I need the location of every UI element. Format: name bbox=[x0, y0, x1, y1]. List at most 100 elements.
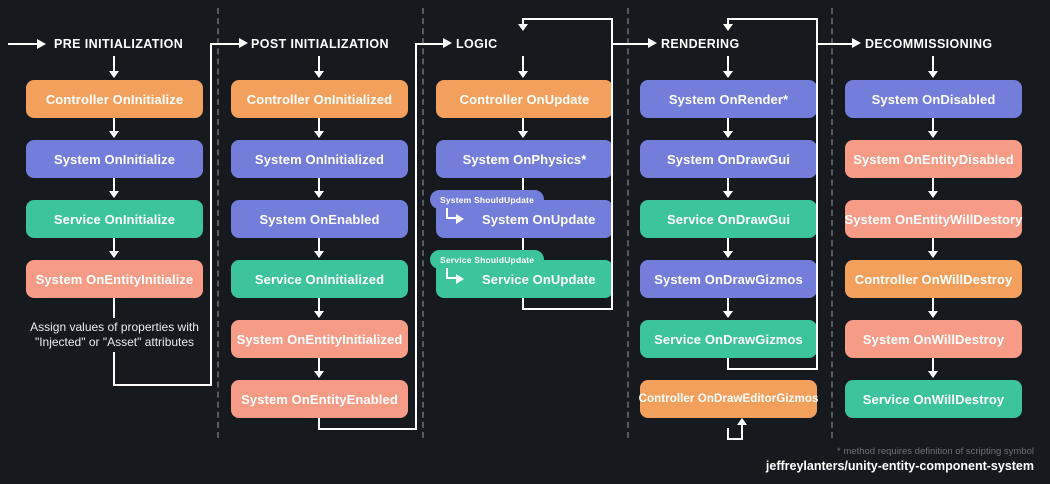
node-controller-onupdate[interactable]: Controller OnUpdate bbox=[436, 80, 613, 118]
node-label: System OnEntityWillDestory bbox=[844, 211, 1023, 227]
connector-line bbox=[318, 298, 320, 313]
node-label: Service OnDrawGui bbox=[666, 211, 791, 227]
arrow-down-icon bbox=[314, 371, 324, 378]
node-system-oninitialize[interactable]: System OnInitialize bbox=[26, 140, 203, 178]
connector-line bbox=[318, 358, 320, 373]
loop-line bbox=[816, 18, 818, 368]
connector-line bbox=[932, 178, 934, 193]
loop-line bbox=[522, 18, 613, 20]
connector-line bbox=[727, 428, 729, 440]
node-controller-oninitialize[interactable]: Controller OnInitialize bbox=[26, 80, 203, 118]
arrow-right-icon bbox=[443, 38, 452, 48]
connector-line bbox=[522, 56, 524, 72]
arrow-down-icon bbox=[518, 24, 528, 31]
badge-service-shouldupdate: Service ShouldUpdate bbox=[430, 250, 545, 269]
column-header-post-initialization: POST INITIALIZATION bbox=[251, 36, 389, 52]
node-controller-onwilldestroy[interactable]: Controller OnWillDestroy bbox=[845, 260, 1022, 298]
arrow-down-icon bbox=[723, 71, 733, 78]
node-service-oninitialize[interactable]: Service OnInitialize bbox=[26, 200, 203, 238]
arrow-down-icon bbox=[314, 71, 324, 78]
column-divider-3 bbox=[627, 8, 629, 438]
column-title: PRE INITIALIZATION bbox=[54, 37, 184, 51]
node-label: System OnDisabled bbox=[871, 91, 996, 107]
header-line-icon bbox=[8, 43, 38, 45]
loop-line bbox=[727, 18, 729, 26]
node-label: System OnDrawGizmos bbox=[654, 271, 803, 287]
column-header-rendering: RENDERING bbox=[661, 36, 740, 52]
hook-line-icon bbox=[446, 268, 457, 279]
footnote-scripting-symbol: * method requires definition of scriptin… bbox=[837, 446, 1034, 457]
arrow-right-icon bbox=[648, 38, 657, 48]
connector-line bbox=[727, 298, 729, 313]
connector-line bbox=[113, 238, 115, 253]
node-label: Service OnUpdate bbox=[482, 271, 596, 287]
node-system-ondrawgui[interactable]: System OnDrawGui bbox=[640, 140, 817, 178]
node-label: System OnPhysics* bbox=[462, 151, 587, 167]
node-system-oninitialized[interactable]: System OnInitialized bbox=[231, 140, 408, 178]
arrow-right-icon bbox=[37, 39, 46, 49]
arrow-down-icon bbox=[928, 311, 938, 318]
connector-line bbox=[113, 298, 115, 318]
connector-line bbox=[113, 384, 212, 386]
connector-line bbox=[113, 118, 115, 133]
node-label: Controller OnUpdate bbox=[459, 91, 590, 107]
column-title: POST INITIALIZATION bbox=[251, 37, 389, 51]
node-label: System OnEnabled bbox=[259, 211, 380, 227]
node-system-onwilldestroy[interactable]: System OnWillDestroy bbox=[845, 320, 1022, 358]
feedback-line bbox=[415, 44, 417, 430]
node-system-onentitydisabled[interactable]: System OnEntityDisabled bbox=[845, 140, 1022, 178]
arrow-down-icon bbox=[314, 131, 324, 138]
node-system-ondrawgizmos[interactable]: System OnDrawGizmos bbox=[640, 260, 817, 298]
node-label: System OnEntityDisabled bbox=[853, 151, 1014, 167]
connector-line bbox=[113, 352, 115, 386]
arrow-down-icon bbox=[928, 131, 938, 138]
node-system-onphysics[interactable]: System OnPhysics* bbox=[436, 140, 613, 178]
node-label: Controller OnWillDestroy bbox=[854, 271, 1013, 287]
connector-line bbox=[318, 428, 417, 430]
node-service-ondrawgui[interactable]: Service OnDrawGui bbox=[640, 200, 817, 238]
connector-line bbox=[727, 118, 729, 133]
feedback-line bbox=[210, 44, 212, 386]
arrow-down-icon bbox=[723, 251, 733, 258]
node-controller-ondraweditorgizmos[interactable]: Controller OnDrawEditorGizmos bbox=[638, 380, 819, 418]
arrow-right-icon bbox=[239, 38, 248, 48]
node-system-onenabled[interactable]: System OnEnabled bbox=[231, 200, 408, 238]
connector-line bbox=[522, 118, 524, 133]
node-label: System OnEntityInitialize bbox=[35, 271, 194, 287]
arrow-up-icon bbox=[737, 418, 747, 425]
connector-line bbox=[932, 358, 934, 373]
node-system-onrender[interactable]: System OnRender* bbox=[640, 80, 817, 118]
node-system-onentitywilldestory[interactable]: System OnEntityWillDestory bbox=[844, 200, 1023, 238]
node-system-onentityinitialized[interactable]: System OnEntityInitialized bbox=[231, 320, 408, 358]
connector-line bbox=[741, 424, 743, 440]
node-service-onwilldestroy[interactable]: Service OnWillDestroy bbox=[845, 380, 1022, 418]
arrow-down-icon bbox=[314, 311, 324, 318]
feedback-line bbox=[415, 43, 447, 45]
footer-repository: jeffreylanters/unity-entity-component-sy… bbox=[765, 459, 1034, 473]
column-header-decommissioning: DECOMMISSIONING bbox=[865, 36, 993, 52]
node-service-ondrawgizmos[interactable]: Service OnDrawGizmos bbox=[640, 320, 817, 358]
node-label: System OnRender* bbox=[668, 91, 789, 107]
connector-line bbox=[727, 438, 743, 440]
badge-system-shouldupdate: System ShouldUpdate bbox=[430, 190, 545, 209]
node-label: System OnInitialize bbox=[53, 151, 176, 167]
node-controller-oninitialized[interactable]: Controller OnInitialized bbox=[231, 80, 408, 118]
node-system-onentityinitialize[interactable]: System OnEntityInitialize bbox=[26, 260, 203, 298]
arrow-right-icon bbox=[852, 38, 861, 48]
arrow-down-icon bbox=[109, 131, 119, 138]
node-system-ondisabled[interactable]: System OnDisabled bbox=[845, 80, 1022, 118]
loop-line bbox=[522, 18, 524, 26]
node-system-onentityenabled[interactable]: System OnEntityEnabled bbox=[231, 380, 408, 418]
arrow-down-icon bbox=[109, 71, 119, 78]
node-service-oninitialized[interactable]: Service OnInitialized bbox=[231, 260, 408, 298]
column-header-logic: LOGIC bbox=[456, 36, 498, 52]
arrow-down-icon bbox=[928, 191, 938, 198]
arrow-right-icon bbox=[456, 214, 464, 224]
arrow-down-icon bbox=[928, 371, 938, 378]
node-label: Controller OnDrawEditorGizmos bbox=[638, 393, 819, 405]
badge-label: System ShouldUpdate bbox=[440, 194, 535, 205]
connector-line bbox=[318, 56, 320, 72]
loop-line bbox=[727, 18, 818, 20]
arrow-down-icon bbox=[109, 251, 119, 258]
connector-line bbox=[113, 56, 115, 72]
